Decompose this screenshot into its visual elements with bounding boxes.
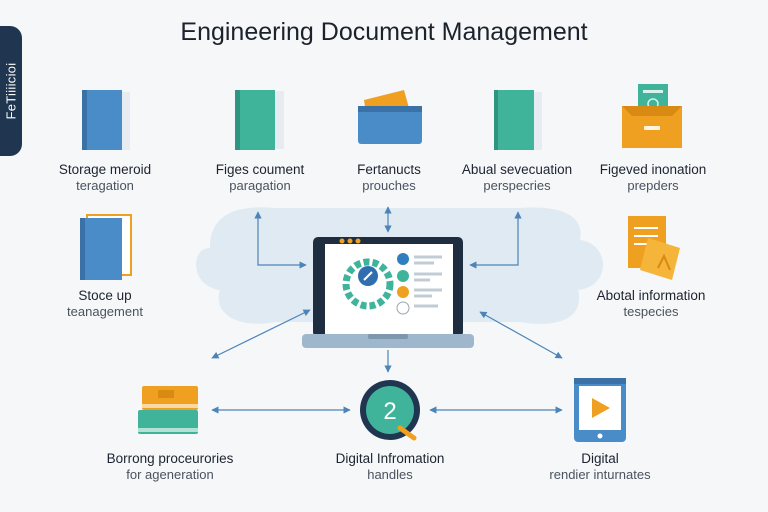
node-title: Abotal information (596, 288, 706, 303)
node-subtitle: rendier inturnates (549, 467, 651, 482)
stacked-books-icon (138, 386, 198, 434)
documents-icon (628, 216, 680, 280)
laptop-icon (302, 237, 474, 348)
node-abotal-information: Abotal information tespecies (566, 288, 736, 320)
node-subtitle: tespecies (623, 304, 679, 319)
open-book-icon (80, 214, 132, 280)
node-storage-method: Storage meroid teragation (20, 162, 190, 194)
node-subtitle: paragation (229, 178, 291, 193)
node-digital-handles: Digital Infromation handles (305, 451, 475, 483)
connector-right-top (469, 211, 522, 269)
connector-left-top (254, 211, 307, 269)
node-title: Storage meroid (58, 162, 152, 177)
folder-icon (358, 90, 422, 144)
node-borrong: Borrong proceurories for ageneration (85, 451, 255, 483)
side-tab[interactable]: FeTiiiicioi (0, 26, 22, 156)
connector-diag-left (211, 309, 311, 359)
video-tablet-icon (574, 378, 626, 442)
node-subtitle: prouches (362, 178, 416, 193)
node-title: Figeved inonation (599, 162, 707, 177)
node-title: Fertanucts (357, 162, 421, 177)
node-abual-sevecuation: Abual sevecuation perspecries (432, 162, 602, 194)
node-subtitle: handles (367, 467, 413, 482)
node-subtitle: teragation (76, 178, 134, 193)
node-digital-render: Digital rendier inturnates (515, 451, 685, 483)
teal-book-icon (235, 90, 284, 150)
node-title: Borrong proceurories (106, 451, 234, 466)
node-subtitle: perspecries (483, 178, 551, 193)
node-title: Digital Infromation (335, 451, 445, 466)
node-title: Digital (581, 451, 619, 466)
clock-badge-icon: 2 (360, 380, 420, 441)
node-stoce-up: Stoce up teanagement (20, 288, 190, 320)
node-title: Figes coument (215, 162, 305, 177)
center-badge-number: 2 (383, 398, 396, 425)
node-subtitle: teanagement (67, 304, 143, 319)
node-title: Abual sevecuation (461, 162, 573, 177)
node-figeved-inonation: Figeved inonation prepders (568, 162, 738, 194)
archive-box-icon (622, 84, 682, 148)
teal-notebook-icon (494, 90, 542, 150)
node-title: Stoce up (78, 288, 132, 303)
page-title: Engineering Document Management (180, 18, 588, 46)
blue-book-icon (82, 90, 130, 150)
node-subtitle: for ageneration (126, 467, 214, 482)
node-fernaucts: Fertanucts prouches (304, 162, 474, 194)
node-subtitle: prepders (627, 178, 679, 193)
connector-diag-right (479, 311, 563, 359)
node-figes-document: Figes coument paragation (175, 162, 345, 194)
